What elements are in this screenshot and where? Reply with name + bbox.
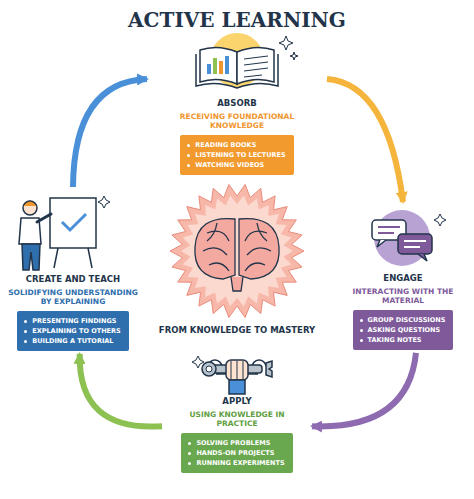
- activity-text: BUILDING A TUTORIAL: [32, 337, 113, 345]
- stage-subheading: SOLIDIFYING UNDERSTANDING BY EXPLAINING: [6, 288, 140, 307]
- brain-fold: [209, 263, 229, 271]
- activity-text: WATCHING VIDEOS: [195, 161, 264, 169]
- stage-block: CREATE AND TEACH SOLIDIFYING UNDERSTANDIN…: [6, 190, 140, 351]
- center-caption: FROM KNOWLEDGE TO MASTERY: [155, 325, 319, 335]
- bullet-dot: [187, 144, 190, 147]
- activity-text: RUNNING EXPERIMENTS: [196, 459, 284, 467]
- stage-block: APPLY USING KNOWLEDGE IN PRACTICE SOLVING …: [165, 350, 309, 473]
- brain-left: [195, 219, 235, 279]
- activity-item: ASKING QUESTIONS: [360, 325, 446, 335]
- activity-item: WATCHING VIDEOS: [187, 160, 285, 170]
- activity-item: HANDS-ON PROJECTS: [188, 448, 284, 458]
- brain-fold: [207, 223, 217, 241]
- discussion-icon: [372, 210, 446, 266]
- brain-fold: [203, 248, 227, 255]
- bullet-dot: [188, 442, 191, 445]
- activity-text: HANDS-ON PROJECTS: [196, 449, 274, 457]
- activity-text: SOLVING PROBLEMS: [196, 439, 270, 447]
- activity-text: GROUP DISCUSSIONS: [368, 316, 446, 324]
- activity-list-box: READING BOOKS LISTENING TO LECTURES WATCHI…: [180, 135, 293, 175]
- cycle-arrow: [73, 79, 147, 187]
- brain-right: [239, 219, 279, 279]
- burst-inner: [181, 195, 293, 306]
- wrench-icon: [192, 356, 272, 394]
- activity-text: EXPLAINING TO OTHERS: [32, 327, 120, 335]
- brain-fold: [207, 231, 229, 241]
- bullet-dot: [187, 164, 190, 167]
- icon-space: [338, 205, 468, 271]
- activity-text: TAKING NOTES: [368, 336, 422, 344]
- icon-space: [165, 350, 309, 394]
- cycle-arrow: [80, 354, 162, 427]
- activity-list-box: GROUP DISCUSSIONS ASKING QUESTIONS TAKING …: [353, 310, 454, 350]
- stage-heading: ENGAGE: [338, 273, 468, 283]
- activity-text: LISTENING TO LECTURES: [195, 151, 285, 159]
- brain-stem: [231, 277, 243, 291]
- stage-block: ENGAGE INTERACTING WITH THE MATERIAL GROUP…: [338, 205, 468, 350]
- bullet-dot: [188, 462, 191, 465]
- stage-subheading: USING KNOWLEDGE IN PRACTICE: [185, 410, 289, 429]
- brain-fold: [245, 231, 267, 241]
- bullet-dot: [24, 320, 27, 323]
- activity-item: RUNNING EXPERIMENTS: [188, 458, 284, 468]
- stage-subheading: RECEIVING FOUNDATIONAL KNOWLEDGE: [175, 112, 299, 131]
- bullet-dot: [24, 330, 27, 333]
- starburst: [145, 184, 329, 318]
- activity-item: TAKING NOTES: [360, 335, 446, 345]
- teacher-figure: [19, 196, 110, 270]
- activity-item: EXPLAINING TO OTHERS: [24, 326, 120, 336]
- activity-item: BUILDING A TUTORIAL: [24, 336, 120, 346]
- icon-space: [6, 190, 140, 272]
- bullet-dot: [360, 329, 363, 332]
- book-icon: [196, 33, 298, 88]
- brain-icon: [195, 219, 279, 291]
- stage-heading: ABSORB: [150, 98, 324, 108]
- activity-item: READING BOOKS: [187, 140, 285, 150]
- stage-block: ABSORB RECEIVING FOUNDATIONAL KNOWLEDGE RE…: [150, 34, 324, 175]
- bullet-dot: [360, 339, 363, 342]
- activity-text: READING BOOKS: [195, 141, 256, 149]
- activity-item: LISTENING TO LECTURES: [187, 150, 285, 160]
- activity-list-box: PRESENTING FINDINGS EXPLAINING TO OTHERS B…: [17, 311, 128, 351]
- cycle-arrow: [327, 79, 403, 202]
- brain-fold: [245, 263, 265, 271]
- activity-text: ASKING QUESTIONS: [368, 326, 441, 334]
- activity-text: PRESENTING FINDINGS: [32, 317, 116, 325]
- bullet-dot: [360, 319, 363, 322]
- stage-heading: APPLY: [165, 396, 309, 406]
- center-burst: FROM KNOWLEDGE TO MASTERY: [145, 184, 329, 337]
- activity-item: SOLVING PROBLEMS: [188, 438, 284, 448]
- activity-list-box: SOLVING PROBLEMS HANDS-ON PROJECTS RUNNING…: [181, 433, 292, 473]
- bullet-dot: [187, 154, 190, 157]
- stage-heading: CREATE AND TEACH: [6, 274, 140, 284]
- bullet-dot: [24, 340, 27, 343]
- cycle-arrow: [312, 353, 416, 426]
- burst-outer: [170, 185, 304, 318]
- brain-fold: [257, 223, 267, 241]
- activity-item: PRESENTING FINDINGS: [24, 316, 120, 326]
- brain-fold: [247, 248, 271, 255]
- bullet-dot: [188, 452, 191, 455]
- icon-space: [150, 34, 324, 96]
- diagram-title: ACTIVE LEARNING: [0, 8, 474, 32]
- stage-subheading: INTERACTING WITH THE MATERIAL: [351, 287, 455, 306]
- activity-item: GROUP DISCUSSIONS: [360, 315, 446, 325]
